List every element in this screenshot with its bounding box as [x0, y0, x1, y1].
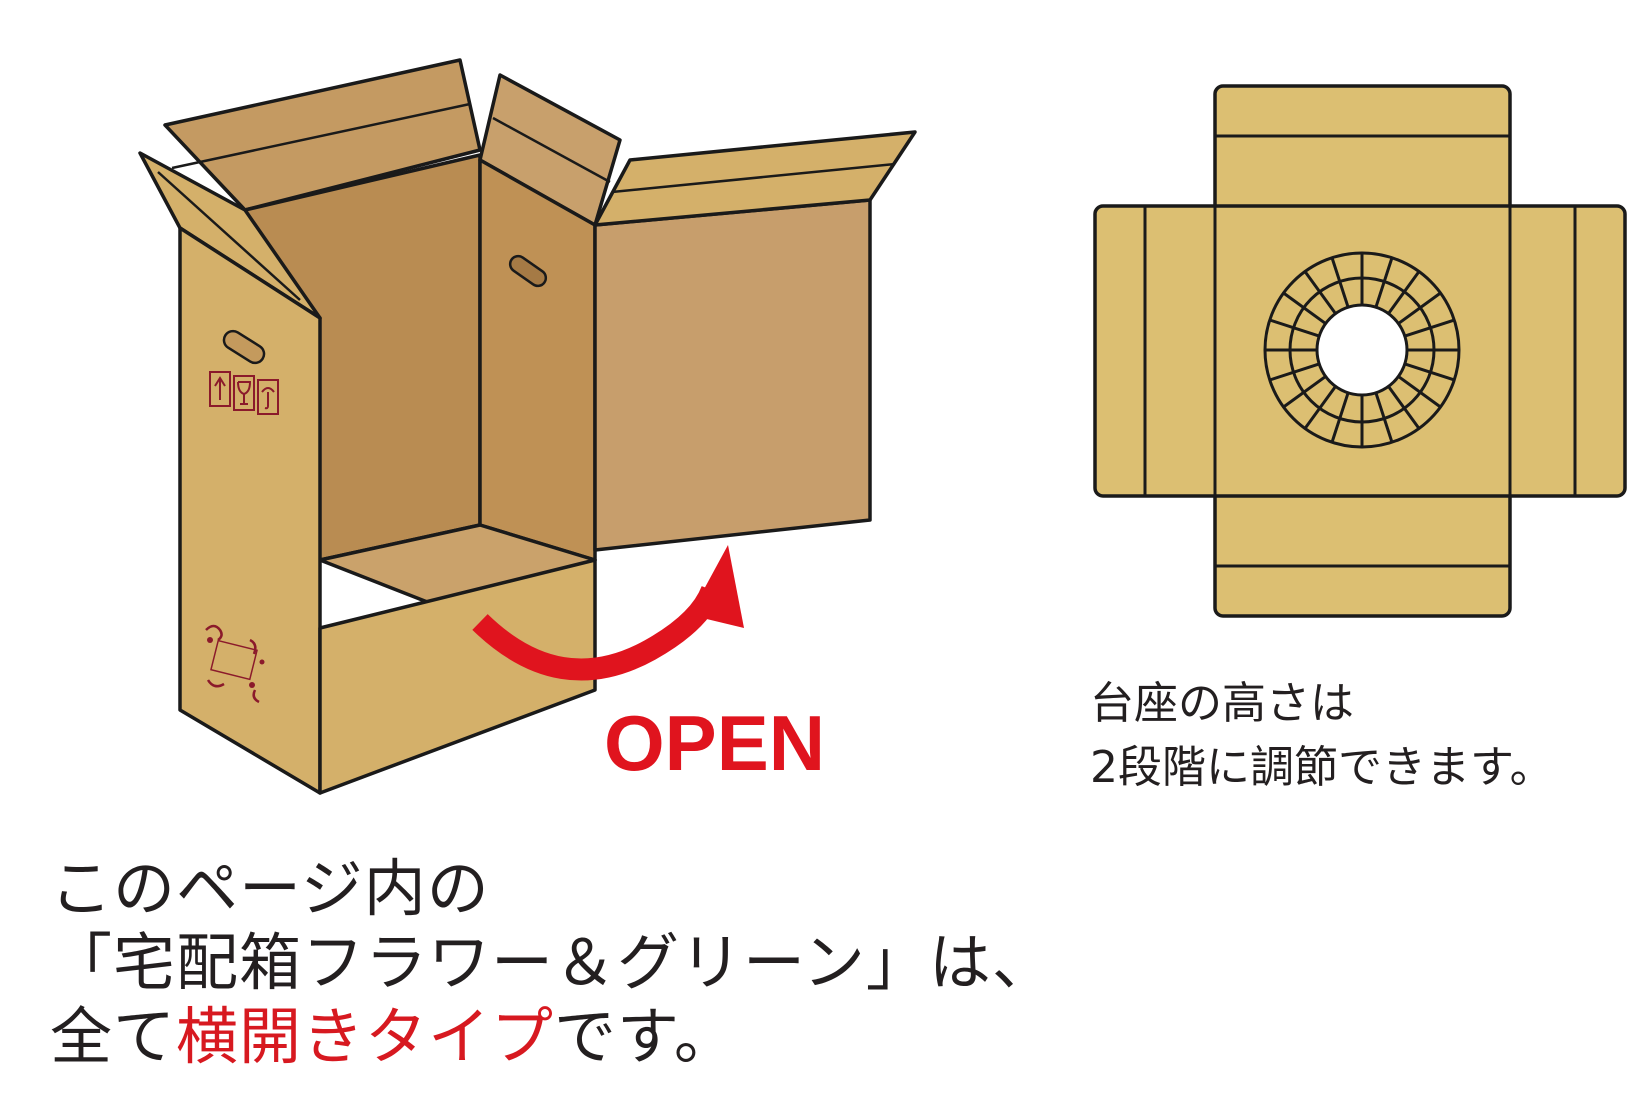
care-symbols	[209, 371, 279, 415]
fragile-icon	[233, 375, 255, 411]
brand-logo	[205, 624, 265, 704]
open-arrow-head	[690, 545, 744, 628]
pot-holder-spoke	[1387, 385, 1421, 430]
pot-holder-spoke	[1269, 362, 1320, 382]
line3-suffix: です。	[554, 1000, 737, 1073]
left-side-wall	[178, 226, 322, 795]
pot-holder-spoke	[1397, 291, 1442, 325]
keep-dry-icon	[257, 379, 279, 415]
handle-hole-inner	[508, 254, 548, 288]
pot-holder-spoke	[1387, 270, 1421, 315]
open-arrow	[472, 545, 744, 681]
handle-hole-side	[222, 329, 266, 365]
base-note-line2: 2段階に調節できます。	[1090, 742, 1554, 793]
pot-holder-spoke	[1404, 362, 1455, 382]
main-text-line2: 「宅配箱フラワー＆グリーン」は、	[50, 926, 1055, 999]
base-note-line1: 台座の高さは	[1090, 678, 1354, 729]
this-side-up-icon	[209, 371, 231, 407]
pot-holder-spoke	[1303, 270, 1337, 315]
pot-holder-spoke	[1303, 385, 1337, 430]
main-description: このページ内の 「宅配箱フラワー＆グリーン」は、 全て横開きタイプです。	[50, 852, 1055, 1074]
pot-holder-spoke	[1397, 375, 1442, 409]
open-door-panel	[593, 198, 872, 552]
open-label: OPEN	[604, 699, 825, 787]
pot-holder-spoke	[1330, 392, 1350, 443]
main-text-line1: このページ内の	[50, 852, 490, 925]
pot-holder-spoke	[1374, 392, 1394, 443]
side-opening-type-highlight: 横開きタイプ	[176, 1000, 555, 1073]
line3-prefix: 全て	[50, 1000, 177, 1073]
pot-holder-spoke	[1282, 375, 1327, 409]
main-text-line3: 全て横開きタイプです。	[50, 1000, 1055, 1074]
pot-holder-spoke	[1269, 318, 1320, 338]
logo-frame	[210, 639, 258, 681]
pot-holder	[1263, 251, 1461, 449]
cardboard-box	[138, 58, 917, 795]
base-height-note: 台座の高さは 2段階に調節できます。	[1090, 672, 1554, 800]
pot-holder-spoke	[1374, 257, 1394, 308]
pot-holder-spoke	[1282, 291, 1327, 325]
middle-inner-panel	[478, 158, 597, 562]
pot-holder-spoke	[1330, 257, 1350, 308]
pot-holder-center-hole	[1315, 303, 1409, 397]
pot-holder-spokes	[1265, 253, 1459, 447]
front-lower-wall	[318, 558, 597, 795]
pot-holder-spoke	[1404, 318, 1455, 338]
